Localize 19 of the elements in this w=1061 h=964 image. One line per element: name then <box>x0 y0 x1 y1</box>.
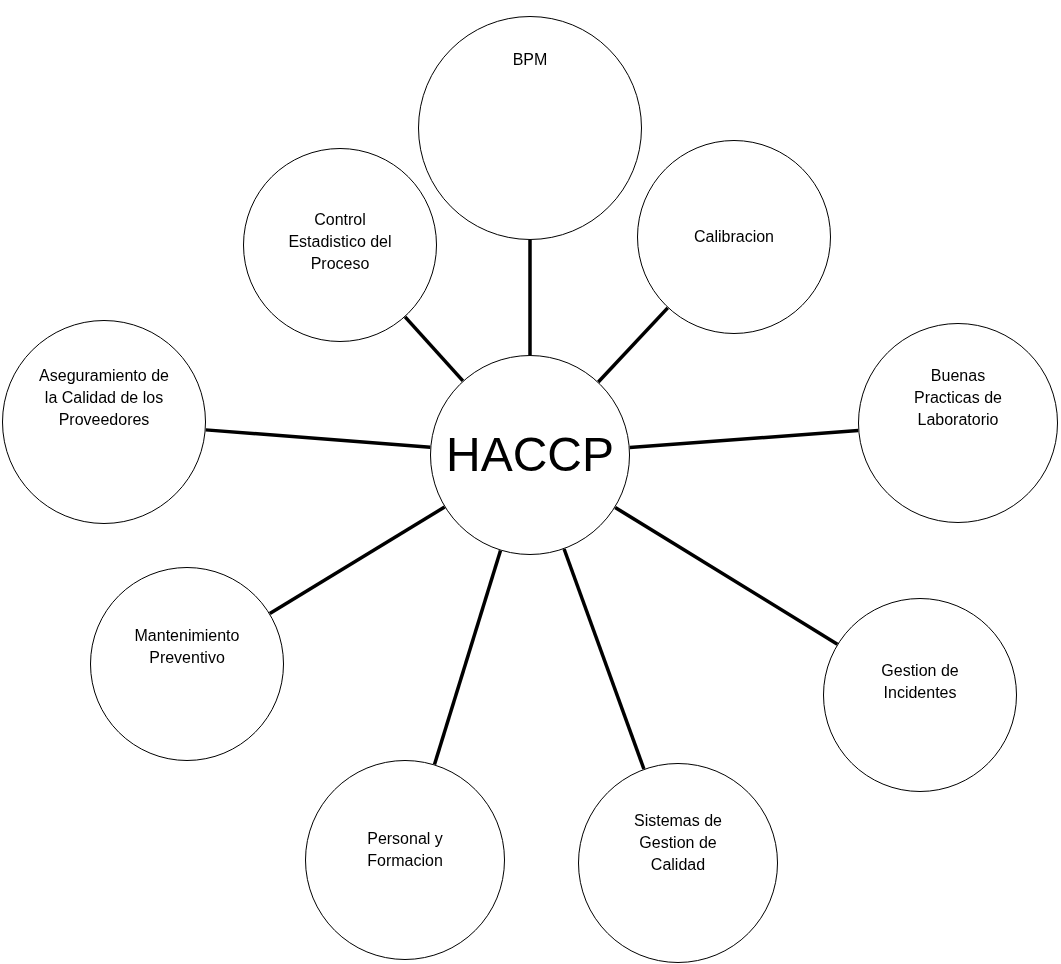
connector-line <box>629 428 859 450</box>
connector-line <box>562 548 646 770</box>
topic-label: Control Estadistico del Proceso <box>287 210 393 274</box>
topic-label: Personal y Formacion <box>366 829 444 871</box>
center-label: HACCP <box>445 431 615 479</box>
topic-label: Aseguramiento de la Calidad de los Proveedores <box>38 366 170 430</box>
topic-label: BPM <box>511 50 549 70</box>
topic-label: Mantenimiento Preventivo <box>133 626 241 668</box>
connector-line <box>597 306 669 384</box>
connector-line <box>432 550 503 765</box>
connector-line <box>614 505 839 646</box>
topic-label: Sistemas de Gestion de Calidad <box>632 811 723 875</box>
connector-line <box>268 505 446 616</box>
connector-line <box>528 240 532 355</box>
connector-line <box>205 428 431 450</box>
topic-label: Gestion de Incidentes <box>880 661 960 703</box>
connector-line <box>403 315 465 383</box>
topic-label: Calibracion <box>692 227 775 247</box>
topic-label: Buenas Practicas de Laboratorio <box>912 366 1003 430</box>
